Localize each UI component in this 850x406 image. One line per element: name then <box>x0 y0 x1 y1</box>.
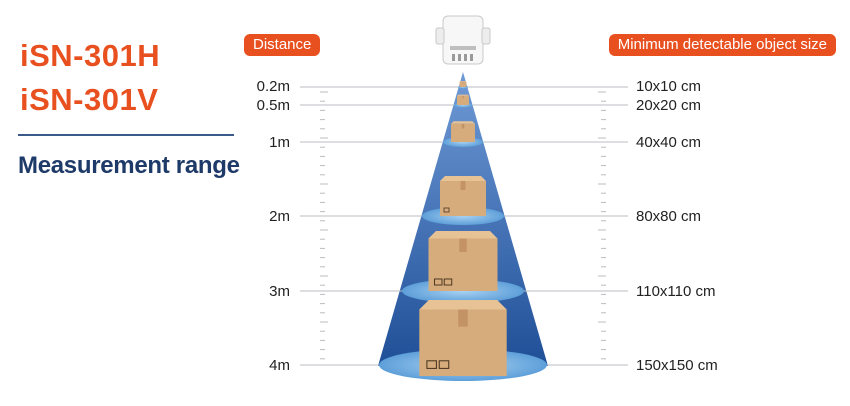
box-icon <box>451 121 475 142</box>
distance-label: 0.5m <box>256 97 290 114</box>
object-size-label: 80x80 cm <box>636 208 702 225</box>
box-icon <box>459 81 467 87</box>
object-size-label: 150x150 cm <box>636 357 718 374</box>
distance-label: 3m <box>269 283 290 300</box>
box-icon <box>419 300 507 376</box>
distance-label: 4m <box>269 357 290 374</box>
model-name-2: iSN-301V <box>20 82 159 117</box>
model-name-1: iSN-301H <box>20 38 161 73</box>
ruler-right <box>598 91 606 360</box>
page-subtitle: Measurement range <box>18 152 240 179</box>
distance-label: 2m <box>269 208 290 225</box>
object-size-label: 20x20 cm <box>636 97 702 114</box>
box-icon <box>457 94 469 105</box>
title-divider <box>18 134 234 136</box>
box-icon <box>428 231 498 291</box>
object-size-label: 110x110 cm <box>636 283 716 300</box>
ruler-left <box>320 91 328 360</box>
object-size-label: 40x40 cm <box>636 134 702 151</box>
distance-header-badge: Distance <box>244 34 321 56</box>
box-icon <box>440 176 486 216</box>
distance-label: 1m <box>269 134 290 151</box>
object-size-header-badge: Minimum detectable object size <box>608 34 836 56</box>
sensor-device-icon <box>435 15 491 65</box>
object-size-label: 10x10 cm <box>636 78 702 95</box>
distance-label: 0.2m <box>256 78 290 95</box>
